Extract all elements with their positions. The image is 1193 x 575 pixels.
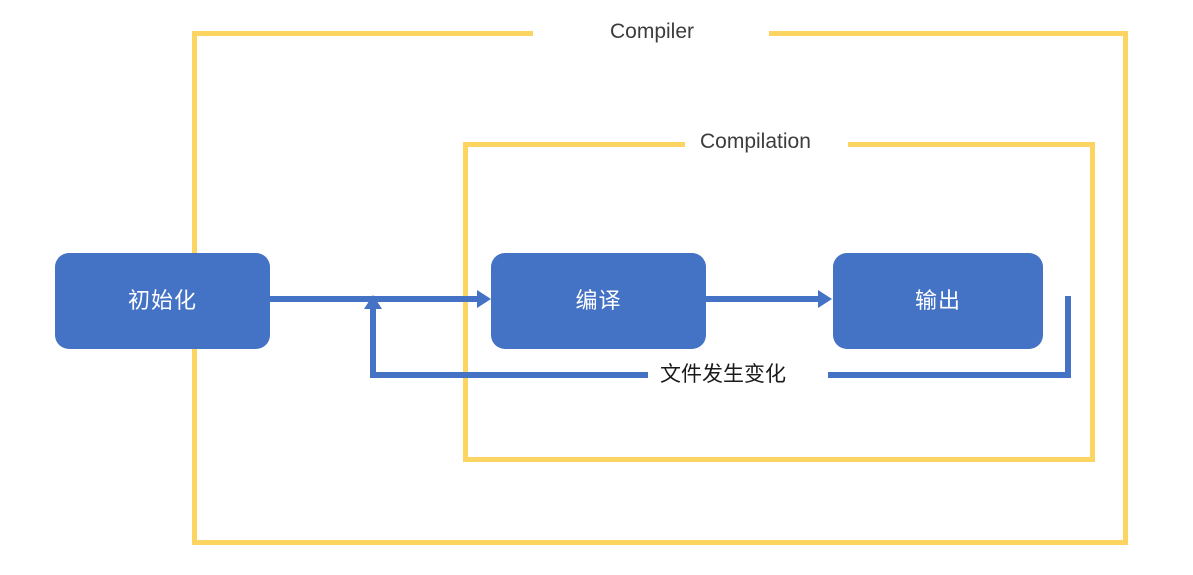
connector-feedback-right-vertical: [1065, 296, 1071, 378]
process-label-init: 初始化: [127, 288, 197, 313]
process-box-output[interactable]: 输出: [833, 253, 1043, 349]
connector-label-file-changed: 文件发生变化: [648, 364, 798, 385]
compiler-frame-bottom: [192, 540, 1128, 545]
compiler-frame-top-right: [769, 31, 1128, 36]
connector-init-to-compile-arrowhead: [477, 290, 491, 308]
compilation-frame-left: [463, 142, 468, 462]
process-box-compile[interactable]: 编译: [491, 253, 706, 349]
process-label-compile: 编译: [575, 288, 622, 313]
process-label-output: 输出: [914, 288, 961, 313]
connector-compile-to-output-arrowhead: [818, 290, 832, 308]
compiler-frame-right: [1123, 31, 1128, 545]
compilation-frame-top-right: [848, 142, 1095, 147]
connector-feedback-left-vertical: [370, 308, 376, 378]
compilation-frame-right: [1090, 142, 1095, 462]
compilation-frame-bottom: [463, 457, 1095, 462]
compiler-frame-top-left: [192, 31, 533, 36]
container-label-compiler: Compiler: [600, 21, 705, 42]
connector-feedback-bottom-right-run: [828, 372, 1071, 378]
connector-feedback-arrowhead: [364, 295, 382, 309]
container-label-compilation: Compilation: [690, 131, 821, 152]
process-box-init[interactable]: 初始化: [55, 253, 270, 349]
compilation-frame-top-left: [463, 142, 685, 147]
connector-compile-to-output-shaft: [706, 296, 819, 302]
connector-feedback-bottom-left-run: [370, 372, 656, 378]
